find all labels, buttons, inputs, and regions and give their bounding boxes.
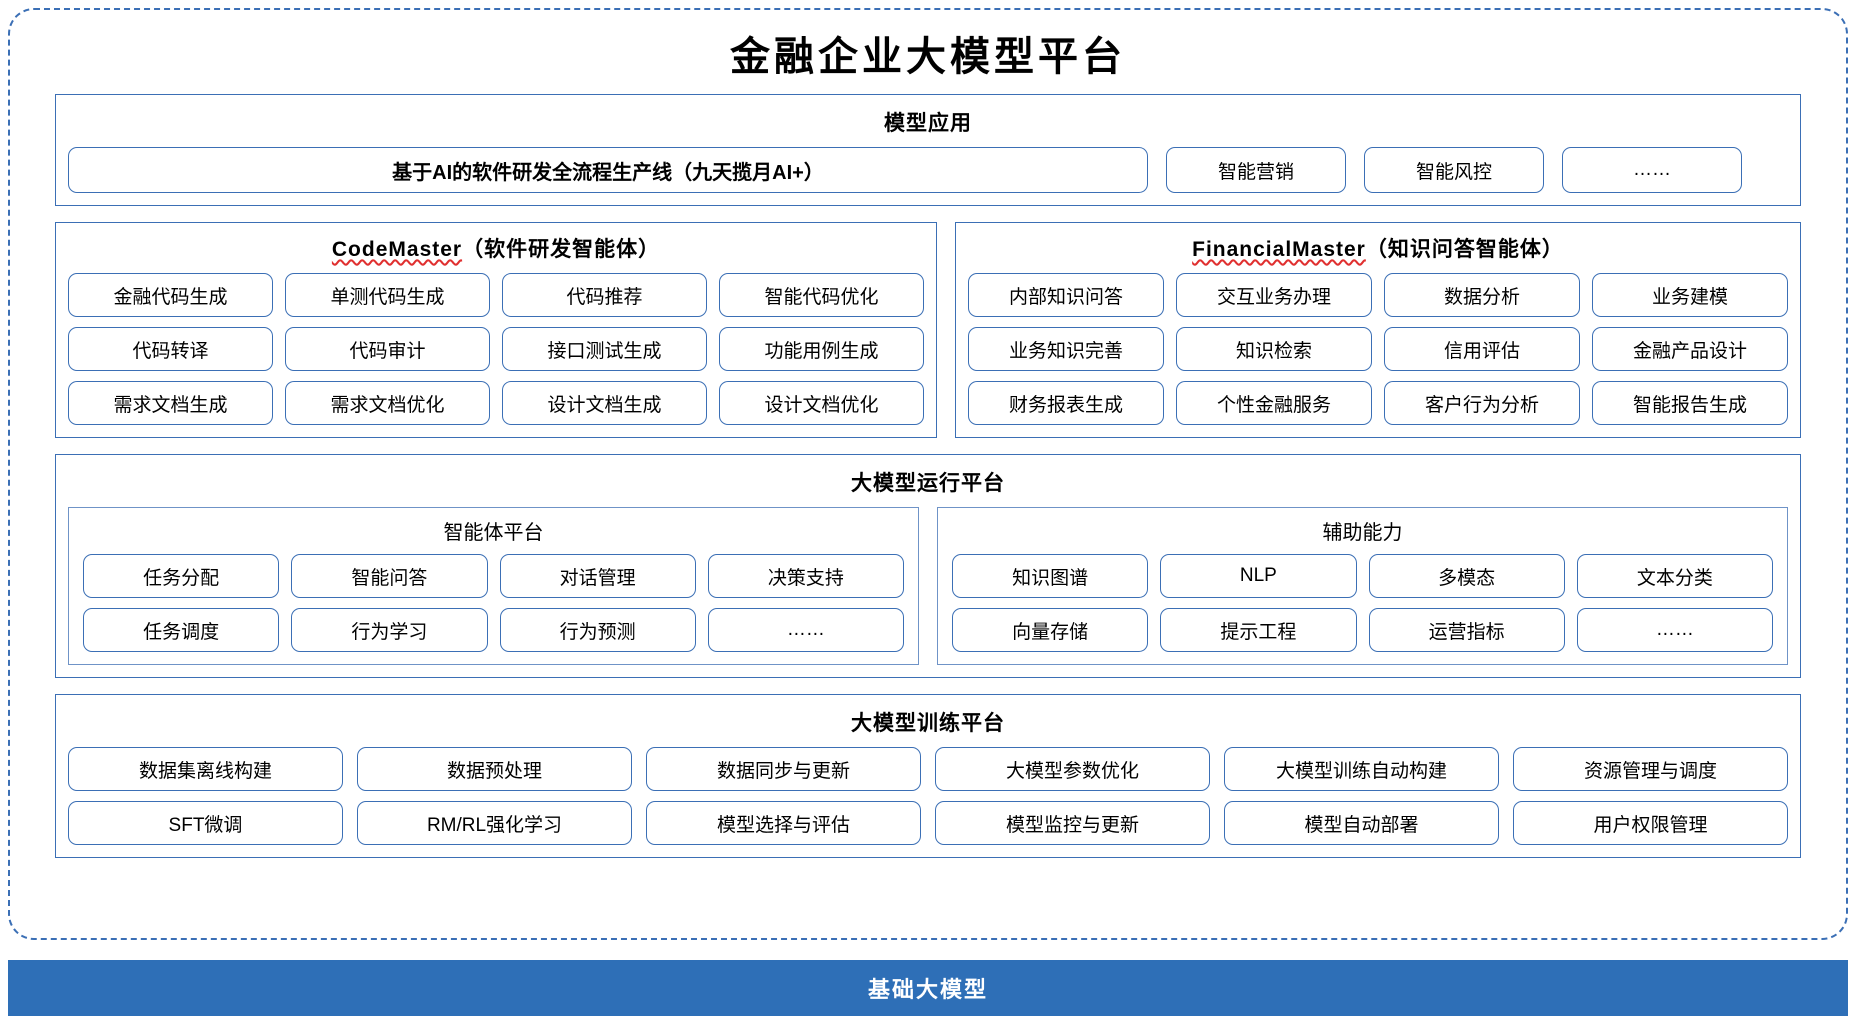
- auxiliary-capability-title: 辅助能力: [1322, 522, 1403, 544]
- model-application-heading: 模型应用: [884, 112, 972, 135]
- app-chip-primary[interactable]: 基于AI的软件研发全流程生产线（九天揽月AI+）: [68, 147, 1148, 193]
- section-runtime-platform: 大模型运行平台 智能体平台 任务分配 智能问答 对话管理 决策支持 任务调度 行…: [55, 454, 1801, 678]
- chip-code-master-2[interactable]: 代码推荐: [502, 273, 707, 317]
- training-platform-heading: 大模型训练平台: [851, 712, 1005, 735]
- subsection-auxiliary-capability: 辅助能力 知识图谱 NLP 多模态 文本分类 向量存储 提示工程 运营指标 ……: [937, 507, 1788, 665]
- chip-auxiliary-1[interactable]: NLP: [1160, 554, 1357, 598]
- chip-agent-platform-1[interactable]: 智能问答: [291, 554, 488, 598]
- chip-agent-platform-2[interactable]: 对话管理: [499, 554, 696, 598]
- app-chip-risk-control[interactable]: 智能风控: [1364, 147, 1544, 193]
- chip-financial-master-5[interactable]: 知识检索: [1176, 327, 1372, 371]
- chip-auxiliary-2[interactable]: 多模态: [1368, 554, 1565, 598]
- chip-financial-master-1[interactable]: 交互业务办理: [1176, 273, 1372, 317]
- chip-code-master-5[interactable]: 代码审计: [285, 327, 490, 371]
- chip-code-master-3[interactable]: 智能代码优化: [719, 273, 924, 317]
- chip-financial-master-11[interactable]: 智能报告生成: [1592, 381, 1788, 425]
- masters-row: CodeMaster（软件研发智能体） 金融代码生成 单测代码生成 代码推荐 智…: [55, 222, 1801, 438]
- app-chip-more[interactable]: ……: [1562, 147, 1742, 193]
- chip-code-master-4[interactable]: 代码转译: [68, 327, 273, 371]
- agent-platform-title: 智能体平台: [443, 522, 544, 544]
- code-master-heading: CodeMaster（软件研发智能体）: [68, 233, 924, 263]
- chip-auxiliary-0[interactable]: 知识图谱: [952, 554, 1149, 598]
- outer-dashed-frame: 金融企业大模型平台 模型应用 基于AI的软件研发全流程生产线（九天揽月AI+） …: [8, 8, 1848, 940]
- chip-agent-platform-7[interactable]: ……: [707, 608, 904, 652]
- chip-code-master-11[interactable]: 设计文档优化: [719, 381, 924, 425]
- section-code-master: CodeMaster（软件研发智能体） 金融代码生成 单测代码生成 代码推荐 智…: [55, 222, 937, 438]
- chip-training-5[interactable]: 资源管理与调度: [1513, 747, 1788, 791]
- training-platform-grid: 数据集离线构建 数据预处理 数据同步与更新 大模型参数优化 大模型训练自动构建 …: [68, 747, 1788, 845]
- chip-training-2[interactable]: 数据同步与更新: [646, 747, 921, 791]
- chip-financial-master-3[interactable]: 业务建模: [1592, 273, 1788, 317]
- chip-financial-master-2[interactable]: 数据分析: [1384, 273, 1580, 317]
- chip-code-master-10[interactable]: 设计文档生成: [502, 381, 707, 425]
- chip-agent-platform-6[interactable]: 行为预测: [499, 608, 696, 652]
- chip-auxiliary-3[interactable]: 文本分类: [1576, 554, 1773, 598]
- app-chip-marketing[interactable]: 智能营销: [1166, 147, 1346, 193]
- chip-agent-platform-4[interactable]: 任务调度: [83, 608, 280, 652]
- model-application-row: 基于AI的软件研发全流程生产线（九天揽月AI+） 智能营销 智能风控 ……: [68, 147, 1788, 193]
- section-model-application: 模型应用 基于AI的软件研发全流程生产线（九天揽月AI+） 智能营销 智能风控 …: [55, 94, 1801, 206]
- financial-master-name: FinancialMaster: [1192, 238, 1366, 261]
- code-master-name: CodeMaster: [331, 238, 463, 261]
- code-master-suffix: （软件研发智能体）: [462, 238, 661, 261]
- chip-training-3[interactable]: 大模型参数优化: [935, 747, 1210, 791]
- agent-platform-grid: 任务分配 智能问答 对话管理 决策支持 任务调度 行为学习 行为预测 ……: [83, 554, 904, 652]
- chip-training-8[interactable]: 模型选择与评估: [646, 801, 921, 845]
- chip-code-master-0[interactable]: 金融代码生成: [68, 273, 273, 317]
- runtime-platform-heading: 大模型运行平台: [851, 472, 1005, 495]
- chip-training-6[interactable]: SFT微调: [68, 801, 343, 845]
- chip-code-master-7[interactable]: 功能用例生成: [719, 327, 924, 371]
- chip-training-11[interactable]: 用户权限管理: [1513, 801, 1788, 845]
- page-title: 金融企业大模型平台: [730, 33, 1126, 80]
- section-financial-master: FinancialMaster（知识问答智能体） 内部知识问答 交互业务办理 数…: [955, 222, 1801, 438]
- auxiliary-capability-grid: 知识图谱 NLP 多模态 文本分类 向量存储 提示工程 运营指标 ……: [952, 554, 1773, 652]
- chip-code-master-6[interactable]: 接口测试生成: [502, 327, 707, 371]
- chip-auxiliary-5[interactable]: 提示工程: [1160, 608, 1357, 652]
- chip-financial-master-4[interactable]: 业务知识完善: [968, 327, 1164, 371]
- chip-auxiliary-7[interactable]: ……: [1576, 608, 1773, 652]
- chip-agent-platform-5[interactable]: 行为学习: [291, 608, 488, 652]
- financial-master-grid: 内部知识问答 交互业务办理 数据分析 业务建模 业务知识完善 知识检索 信用评估…: [968, 273, 1788, 425]
- chip-training-4[interactable]: 大模型训练自动构建: [1224, 747, 1499, 791]
- subsection-agent-platform: 智能体平台 任务分配 智能问答 对话管理 决策支持 任务调度 行为学习 行为预测…: [68, 507, 919, 665]
- chip-training-0[interactable]: 数据集离线构建: [68, 747, 343, 791]
- chip-auxiliary-6[interactable]: 运营指标: [1368, 608, 1565, 652]
- chip-auxiliary-4[interactable]: 向量存储: [952, 608, 1149, 652]
- foundation-model-bar: 基础大模型: [8, 960, 1848, 1016]
- runtime-platform-columns: 智能体平台 任务分配 智能问答 对话管理 决策支持 任务调度 行为学习 行为预测…: [68, 507, 1788, 665]
- chip-financial-master-9[interactable]: 个性金融服务: [1176, 381, 1372, 425]
- chip-agent-platform-3[interactable]: 决策支持: [707, 554, 904, 598]
- chip-financial-master-7[interactable]: 金融产品设计: [1592, 327, 1788, 371]
- chip-code-master-8[interactable]: 需求文档生成: [68, 381, 273, 425]
- section-training-platform: 大模型训练平台 数据集离线构建 数据预处理 数据同步与更新 大模型参数优化 大模…: [55, 694, 1801, 858]
- chip-code-master-9[interactable]: 需求文档优化: [285, 381, 490, 425]
- chip-agent-platform-0[interactable]: 任务分配: [83, 554, 280, 598]
- chip-financial-master-0[interactable]: 内部知识问答: [968, 273, 1164, 317]
- chip-training-1[interactable]: 数据预处理: [357, 747, 632, 791]
- chip-training-10[interactable]: 模型自动部署: [1224, 801, 1499, 845]
- chip-financial-master-6[interactable]: 信用评估: [1384, 327, 1580, 371]
- chip-training-7[interactable]: RM/RL强化学习: [357, 801, 632, 845]
- chip-financial-master-10[interactable]: 客户行为分析: [1384, 381, 1580, 425]
- chip-financial-master-8[interactable]: 财务报表生成: [968, 381, 1164, 425]
- code-master-grid: 金融代码生成 单测代码生成 代码推荐 智能代码优化 代码转译 代码审计 接口测试…: [68, 273, 924, 425]
- financial-master-suffix: （知识问答智能体）: [1365, 238, 1564, 261]
- chip-code-master-1[interactable]: 单测代码生成: [285, 273, 490, 317]
- financial-master-heading: FinancialMaster（知识问答智能体）: [968, 233, 1788, 263]
- chip-training-9[interactable]: 模型监控与更新: [935, 801, 1210, 845]
